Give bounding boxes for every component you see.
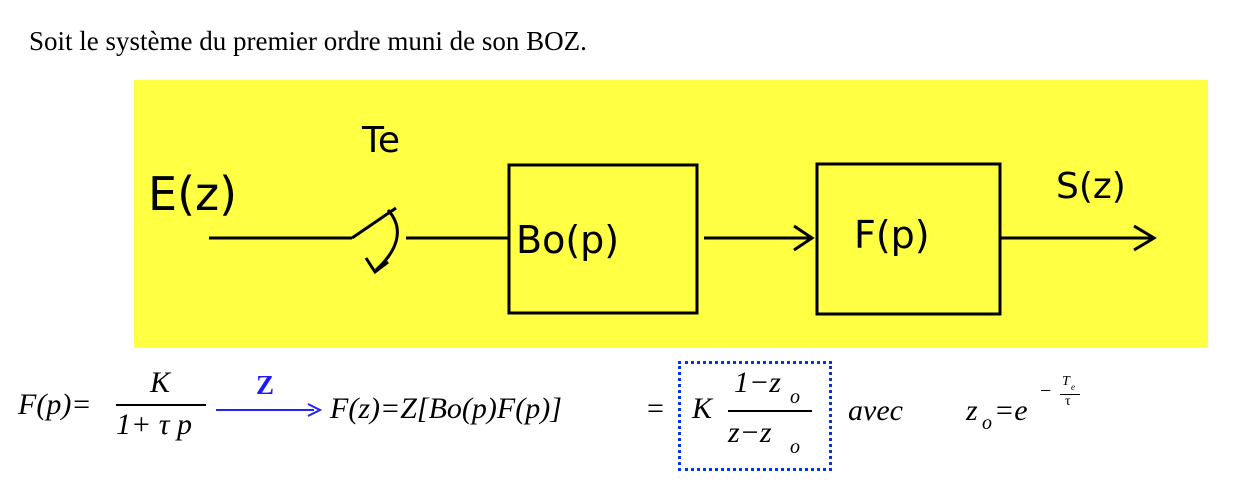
frac1-denominator: 1+ τ p [116,408,192,441]
z0-equals-e: =e [994,394,1028,427]
eq-lhs: F(p)= [18,388,92,421]
frac2-bar [728,410,812,412]
frac1-bar [116,404,206,406]
output-label: S(z) [1056,166,1126,207]
output-arrow-head [1133,224,1157,252]
input-label: E(z) [148,167,237,221]
frac2-num-sub: o [790,386,800,408]
avec-word: avec [848,394,903,427]
z-transform-label: Z [256,370,275,400]
exp-numerator-sub: e [1071,382,1075,392]
block-bo-label: Bo(p) [516,218,619,262]
frac2-numerator: 1−z [734,366,781,399]
equation-line: F(p)= K 1+ τ p Z F(z)=Z[Bo(p)F(p)] = K 1… [0,361,1237,494]
sampler-label: Te [361,120,400,161]
frac1-numerator: K [150,366,171,399]
exp-minus: − [1040,380,1052,402]
result-box [678,361,832,471]
block-f-label: F(p) [854,213,930,257]
eq-mid: F(z)=Z[Bo(p)F(p)] [330,392,562,425]
exp-numerator: T [1062,374,1070,389]
sampler-arc [374,208,399,272]
sampler-arrowhead [364,257,389,275]
frac2-den-sub: o [790,436,800,458]
exp-bar [1060,394,1080,395]
intro-text: Soit le système du premier ordre muni de… [29,26,587,56]
z0-sub: o [982,412,992,434]
exp-denominator: τ [1065,394,1071,409]
z0-symbol: z [966,394,978,427]
z-transform-arrow [216,403,322,417]
block-bo [507,163,699,315]
arrow-b1-b2-head [793,224,815,252]
frac2-denominator: z−z [728,416,772,449]
eq-equals: = [647,392,664,425]
result-K: K [692,392,713,425]
block-diagram-svg: E(z) Te Bo(p) F(p) S(z) [148,120,1157,316]
block-diagram: E(z) Te Bo(p) F(p) S(z) [134,80,1208,348]
